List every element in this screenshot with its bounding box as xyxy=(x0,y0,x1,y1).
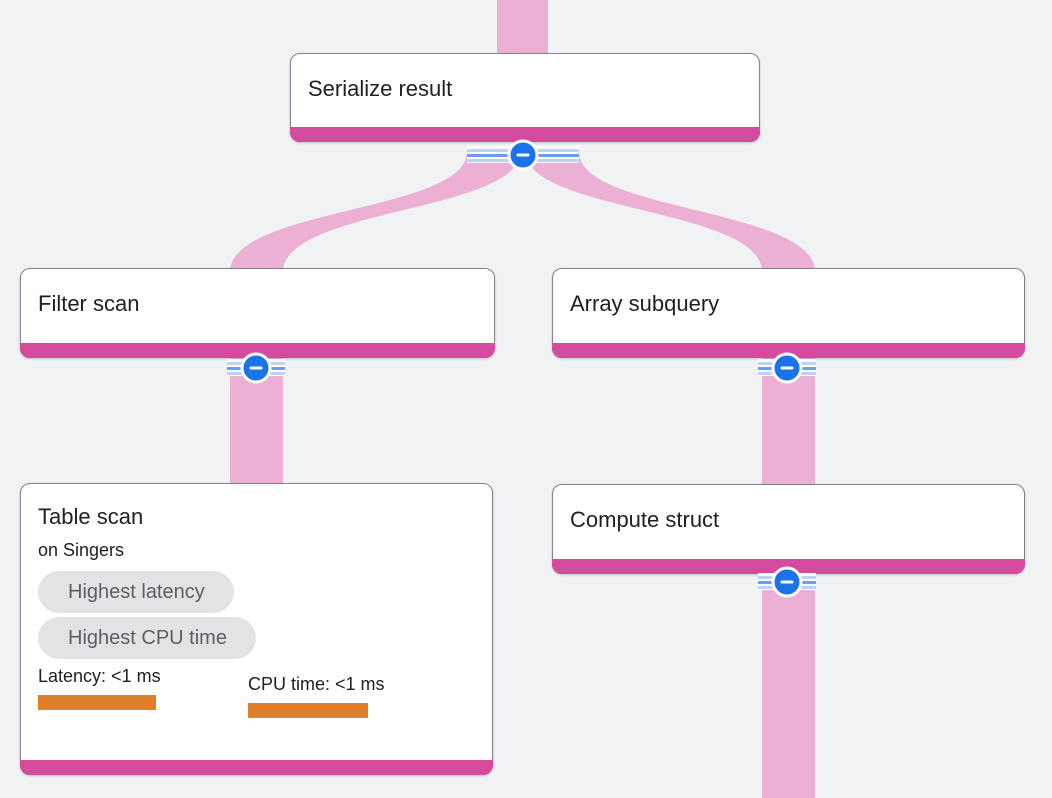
collapse-control-array-subquery xyxy=(758,352,816,383)
metric-latency: Latency: <1 ms xyxy=(38,666,248,718)
edge-top-to-serialize-result xyxy=(497,0,548,62)
node-array-subquery[interactable]: Array subquery xyxy=(552,268,1025,358)
edge-serialize-result-to-filter-scan xyxy=(230,152,520,272)
node-title: Serialize result xyxy=(308,76,453,101)
node-table-scan[interactable]: Table scan on Singers Highest latency Hi… xyxy=(20,483,493,775)
edge-compute-struct-to-bottom xyxy=(762,572,815,798)
node-subtitle: on Singers xyxy=(38,540,125,560)
metric-latency-label: Latency: <1 ms xyxy=(38,666,161,686)
node-accent-bar xyxy=(20,343,495,358)
node-accent-bar xyxy=(20,760,493,775)
edge-filter-scan-to-table-scan xyxy=(230,356,283,488)
collapse-button-serialize-result[interactable] xyxy=(507,139,539,170)
minus-icon xyxy=(780,580,794,583)
metric-cpu-time: CPU time: <1 ms xyxy=(248,674,458,718)
minus-icon xyxy=(249,366,263,369)
node-accent-bar xyxy=(290,127,760,142)
node-filter-scan[interactable]: Filter scan xyxy=(20,268,495,358)
collapse-button-compute-struct[interactable] xyxy=(771,566,803,597)
collapse-button-filter-scan[interactable] xyxy=(240,352,272,383)
latency-bar xyxy=(38,695,156,710)
node-compute-struct[interactable]: Compute struct xyxy=(552,484,1025,574)
minus-icon xyxy=(780,366,794,369)
badge-highest-latency: Highest latency xyxy=(38,571,234,613)
node-title: Filter scan xyxy=(38,291,140,316)
collapse-control-filter-scan xyxy=(227,352,285,383)
collapse-control-compute-struct xyxy=(758,566,816,597)
node-title: Table scan xyxy=(38,504,144,529)
node-title: Compute struct xyxy=(570,507,720,532)
badge-highest-cpu-time: Highest CPU time xyxy=(38,617,256,659)
node-serialize-result[interactable]: Serialize result xyxy=(290,53,760,142)
node-accent-bar xyxy=(552,343,1025,358)
metric-cpu-time-label: CPU time: <1 ms xyxy=(248,674,385,694)
edge-serialize-result-to-array-subquery xyxy=(526,152,815,272)
collapse-button-array-subquery[interactable] xyxy=(771,352,803,383)
collapse-control-serialize-result xyxy=(467,139,579,170)
metrics-row: Latency: <1 ms CPU time: <1 ms xyxy=(38,666,475,718)
edge-array-subquery-to-compute-struct xyxy=(762,356,815,488)
cpu-time-bar xyxy=(248,703,368,718)
node-title: Array subquery xyxy=(570,291,720,316)
minus-icon xyxy=(516,153,530,156)
